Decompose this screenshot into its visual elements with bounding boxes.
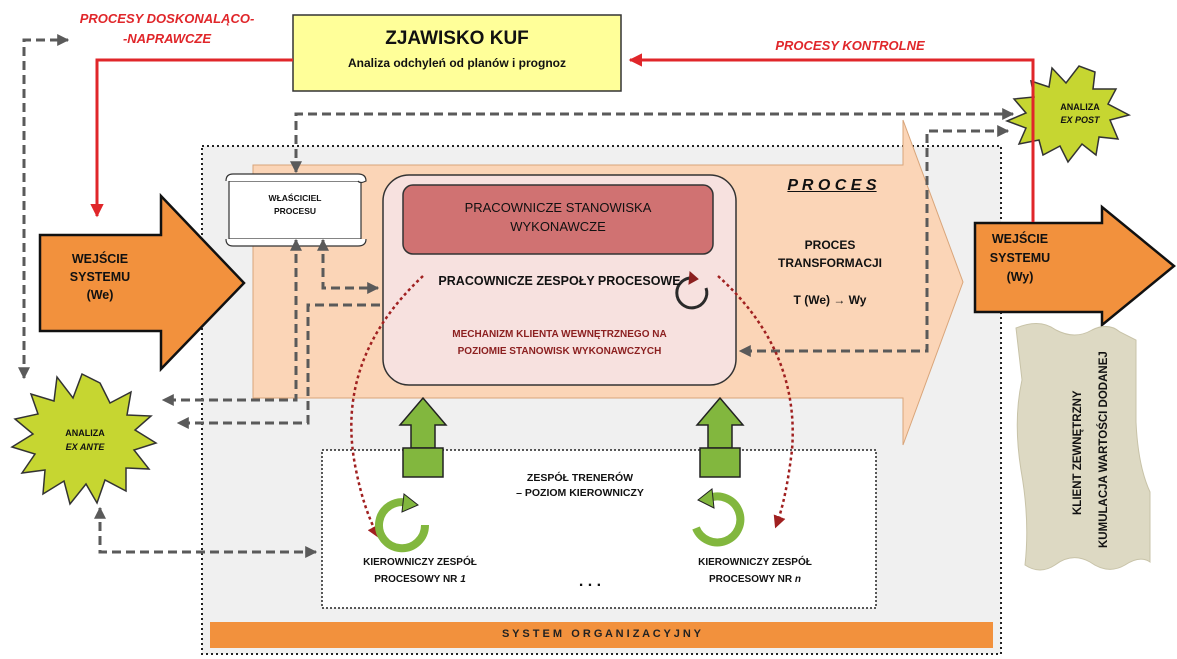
ex-post-line1: ANALIZA [1060,102,1100,112]
kuf-box [292,14,622,92]
dashed-ante-to-trainers [94,506,318,558]
internal-client-line2: POZIOMIE STANOWISK WYKONAWCZYCH [457,346,662,357]
system-input-line2: SYSTEMU [69,270,131,284]
cycle-icon-panel [675,270,709,310]
improvement-processes-label-line2: -NAPRAWCZE [122,31,212,46]
dotted-arc-left [350,275,424,539]
manager-team-n-line1: KIEROWNICZY ZESPÓŁ [698,557,812,568]
ex-ante-line2: EX ANTE [65,442,105,452]
manager-team-n-line2: PROCESOWY NR n [680,574,830,587]
green-up-arrow-left [398,396,448,449]
ellipsis: . . . [578,573,602,590]
external-client-line2: KUMULACJA WARTOŚCI DODANEJ [1098,351,1110,548]
system-bar [210,622,993,648]
external-client-line1: KLIENT ZEWNĘTRZNY [1072,390,1084,515]
workstations-box [402,184,714,255]
red-feedback-line [628,53,1035,222]
manager-team-n-text: PROCESOWY NR [708,574,793,585]
trainers-line2: – POZIOM KIEROWNICZY [516,487,644,499]
improvement-processes-label-line1: PROCESY DOSKONALĄCO- [79,11,255,26]
control-processes-label: PROCESY KONTROLNE [775,38,925,53]
system-input-line3: (We) [86,288,114,302]
cycle-icon-left [375,493,430,553]
transformation-line1: PROCES [804,238,856,252]
red-improvement-line [90,58,293,218]
dashed-owner-to-post [290,108,1015,174]
workstations-line2: WYKONAWCZE [510,219,606,234]
ex-post-line2: EX POST [1060,115,1100,125]
transformation-formula: T (We) → Wy [793,293,867,307]
cycle-icon-right [692,488,745,547]
transformation-line2: TRANSFORMACJI [778,256,882,270]
dotted-arc-right [717,275,794,529]
process-owner-line2: PROCESU [273,206,317,216]
manager-team-1-text: PROCESOWY NR [374,574,458,585]
process-teams-label: PRACOWNICZE ZESPOŁY PROCESOWE [438,274,681,288]
dashed-owner-to-ante [161,238,302,406]
kuf-subtitle: Analiza odchyleń od planów i prognoz [347,56,566,70]
system-input-line1: WEJŚCIE [71,252,129,266]
green-up-arrow-right [695,396,745,449]
system-bar-label: S Y S T E M O R G A N I Z A C Y J N Y [501,628,702,640]
system-output-line2: SYSTEMU [989,251,1051,265]
green-bar-right [699,447,741,478]
manager-team-1-line1: KIEROWNICZY ZESPÓŁ [363,557,477,568]
dashed-panel-to-ante [176,303,380,429]
kuf-title: ZJAWISKO KUF [385,28,529,49]
external-client-shape [1015,323,1151,571]
manager-team-1-line2: PROCESOWY NR 1 [345,574,495,587]
manager-team-n-number: n [794,574,802,585]
system-output-line3: (Wy) [1006,270,1034,284]
ex-ante-burst [10,372,158,506]
manager-team-1-number: 1 [460,574,466,585]
ex-ante-line1: ANALIZA [65,428,105,438]
internal-client-line1: MECHANIZM KLIENTA WEWNĘTRZNEGO NA [452,329,667,340]
process-title: P R O C E S [787,177,877,194]
dashed-ante-to-top [18,34,70,380]
dashed-back-to-panel [738,125,1010,357]
process-owner-line1: WŁAŚCICIEL [268,193,322,203]
green-bar-left [402,447,444,478]
ex-post-burst [1004,65,1132,164]
trainers-line1: ZESPÓŁ TRENERÓW [526,472,634,484]
system-output-line1: WEJŚCIE [991,232,1049,246]
dashed-owner-to-panel [317,238,380,294]
workstations-line1: PRACOWNICZE STANOWISKA [464,200,652,215]
